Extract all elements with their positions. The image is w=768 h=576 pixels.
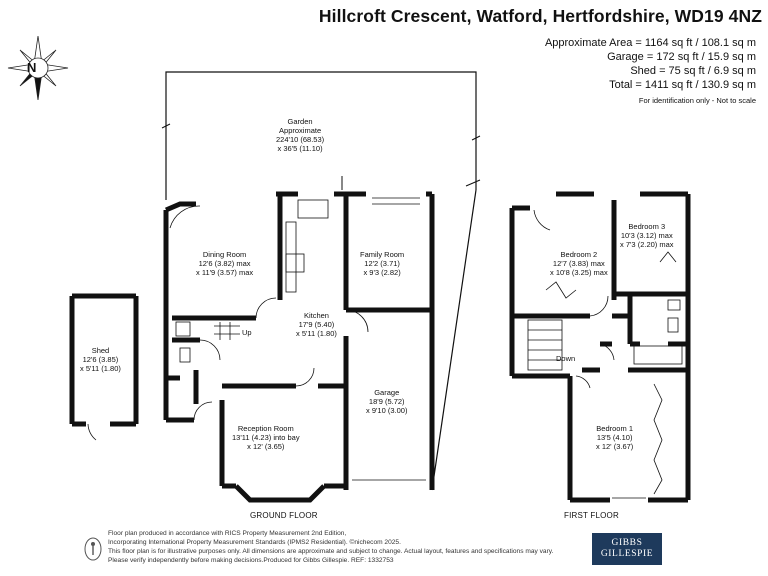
family-room-label: Family Room 12'2 (3.71) x 9'3 (2.82): [360, 250, 405, 277]
reception-room-label: Reception Room 13'11 (4.23) into bay x 1…: [232, 424, 300, 451]
page-title: Hillcroft Crescent, Watford, Hertfordshi…: [318, 6, 762, 26]
dining-room-label: Dining Room 12'6 (3.82) max x 11'9 (3.57…: [196, 250, 254, 277]
gibbs-gillespie-logo: GIBBS GILLESPIE: [592, 533, 662, 565]
footer-line-1: Floor plan produced in accordance with R…: [108, 530, 347, 537]
compass-north-label: N: [27, 60, 37, 75]
scale-note: For identification only - Not to scale: [638, 96, 756, 105]
stairs-up-label: Up: [242, 328, 252, 337]
area-garage: Garage = 172 sq ft / 15.9 sq m: [607, 51, 756, 63]
stairs-down-label: Down: [556, 354, 576, 363]
footer-line-4: Please verify independently before makin…: [108, 557, 394, 564]
kitchen-label: Kitchen 17'9 (5.40) x 5'11 (1.80): [296, 311, 337, 338]
ground-floor-label: GROUND FLOOR: [250, 511, 318, 520]
shed-label: Shed 12'6 (3.85) x 5'11 (1.80): [80, 346, 121, 373]
garden-label: Garden Approximate 224'10 (68.53) x 36'5…: [276, 117, 325, 153]
bedroom-3-label: Bedroom 3 10'3 (3.12) max x 7'3 (2.20) m…: [620, 222, 674, 249]
bedroom-1-label: Bedroom 1 13'5 (4.10) x 12' (3.67): [596, 424, 634, 451]
area-total: Total = 1411 sq ft / 130.9 sq m: [609, 79, 756, 91]
shed-walls: [69, 293, 139, 427]
garden-outline: [165, 71, 477, 491]
first-floor-walls: [509, 191, 691, 503]
garage-label: Garage 18'9 (5.72) x 9'10 (3.00): [366, 388, 408, 415]
bedroom-2-label: Bedroom 2 12'7 (3.83) max x 10'8 (3.25) …: [550, 250, 608, 277]
footer-line-3: This floor plan is for illustrative purp…: [108, 548, 554, 555]
ground-floor-walls: [163, 191, 435, 503]
rics-badge-icon: [84, 537, 102, 561]
area-approximate: Approximate Area = 1164 sq ft / 108.1 sq…: [544, 37, 756, 49]
area-shed: Shed = 75 sq ft / 6.9 sq m: [630, 65, 756, 77]
footer-line-2: Incorporating International Property Mea…: [108, 539, 401, 546]
compass-icon: [7, 35, 69, 101]
first-floor-label: FIRST FLOOR: [564, 511, 619, 520]
